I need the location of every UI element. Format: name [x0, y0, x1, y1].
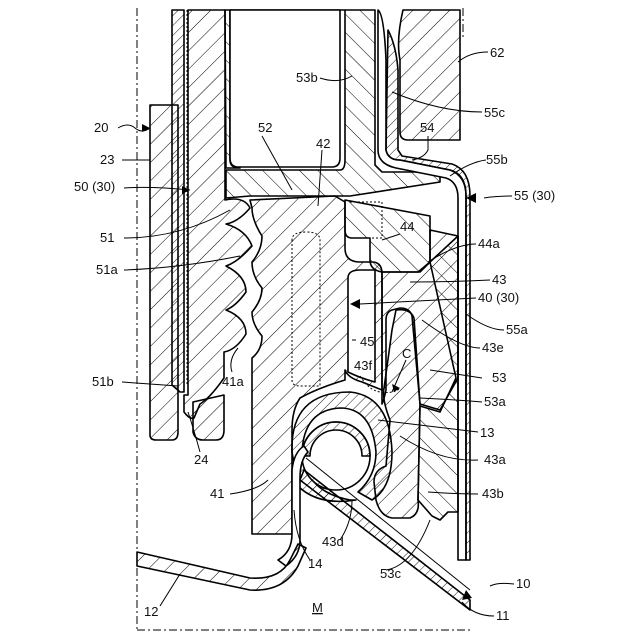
label-53b: 53b — [296, 70, 318, 85]
label-54: 54 — [420, 120, 434, 135]
label-50: 50 (30) — [74, 179, 115, 194]
label-23: 23 — [100, 152, 114, 167]
label-62: 62 — [490, 45, 504, 60]
label-20: 20 — [94, 120, 108, 135]
label-53c: 53c — [380, 566, 401, 581]
label-14: 14 — [308, 556, 322, 571]
label-55a: 55a — [506, 322, 528, 337]
label-43b: 43b — [482, 486, 504, 501]
label-41a: 41a — [222, 374, 244, 389]
label-44: 44 — [400, 219, 414, 234]
label-43: 43 — [492, 272, 506, 287]
label-41: 41 — [210, 486, 224, 501]
part-50-plate — [172, 10, 187, 392]
label-55c: 55c — [484, 105, 505, 120]
label-51: 51 — [100, 230, 114, 245]
label-51a: 51a — [96, 262, 118, 277]
label-55b: 55b — [486, 152, 508, 167]
label-24: 24 — [194, 452, 208, 467]
label-40: 40 (30) — [478, 290, 519, 305]
label-51b: 51b — [92, 374, 114, 389]
label-52: 52 — [258, 120, 272, 135]
label-10: 10 — [516, 576, 530, 591]
label-43f: 43f — [354, 358, 372, 373]
label-53a: 53a — [484, 394, 506, 409]
label-45: 45 — [360, 334, 374, 349]
label-55: 55 (30) — [514, 188, 555, 203]
part-12-sheet — [137, 544, 306, 590]
label-11: 11 — [496, 608, 510, 623]
label-43d: 43d — [322, 534, 344, 549]
label-44a: 44a — [478, 236, 500, 251]
label-13: 13 — [480, 425, 494, 440]
label-12: 12 — [144, 604, 158, 619]
label-43e: 43e — [482, 340, 504, 355]
label-M: M — [312, 600, 323, 615]
label-43a: 43a — [484, 452, 506, 467]
label-C: C — [402, 346, 411, 361]
label-53: 53 — [492, 370, 506, 385]
label-42: 42 — [316, 136, 330, 151]
